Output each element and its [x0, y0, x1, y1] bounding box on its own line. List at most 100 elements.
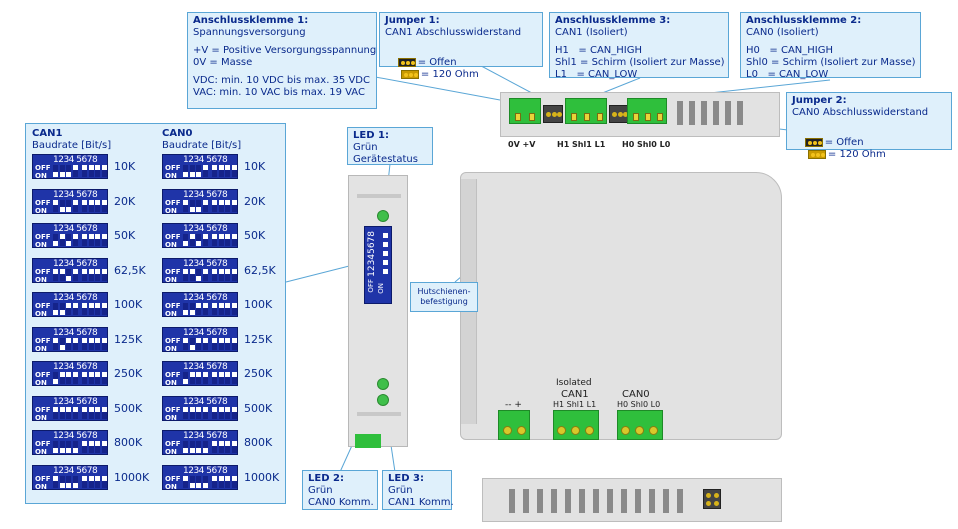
dip-lever — [218, 337, 224, 350]
dip-lever — [225, 337, 230, 350]
baudrate-label: 250K — [114, 367, 143, 380]
dip-lever — [196, 337, 201, 350]
callout-line: Gerätestatus — [353, 154, 418, 165]
callout-line: CAN1 Komm. — [388, 497, 454, 508]
mount-line: befestigung — [420, 297, 468, 306]
power-terminal-front — [498, 410, 530, 440]
baudrate-label: 10K — [114, 160, 136, 173]
dip-lever — [212, 475, 217, 488]
dip-lever — [88, 234, 94, 246]
dip-lever — [218, 475, 224, 488]
terminal-pin — [584, 113, 590, 121]
dip-switch-numbers: 1234 5678 — [183, 465, 228, 476]
dip-lever — [82, 199, 87, 212]
can1-subtitle: Baudrate [Bit/s] — [32, 140, 112, 151]
vent-slot — [689, 101, 695, 125]
dip-lever — [231, 475, 237, 488]
dip-off-label: OFF — [165, 440, 181, 448]
dip-lever — [82, 441, 87, 453]
vent-slot — [551, 489, 557, 513]
baudrate-label: 20K — [244, 194, 266, 208]
dip-lever — [88, 475, 94, 488]
isolated-label: Isolated — [556, 378, 592, 388]
dip-on-label: ON — [165, 275, 177, 284]
dip-lever — [189, 475, 195, 488]
dip-lever — [189, 406, 195, 419]
dip-lever — [383, 242, 388, 247]
jumper2-subtitle: CAN0 Abschlusswiderstand — [792, 107, 929, 118]
dip-off-label: OFF — [35, 336, 51, 345]
vent-slot — [509, 489, 515, 513]
dip-lever — [189, 372, 195, 384]
jumper1-title: Jumper 1: — [385, 15, 440, 26]
led3-callout: LED 3: Grün CAN1 Komm. — [382, 470, 454, 510]
terminal-pin — [645, 113, 651, 121]
dip-lever — [101, 406, 107, 419]
side-dip-numbers: 12345678 — [367, 231, 377, 277]
dip-on-label: ON — [165, 310, 177, 318]
dip-lever — [196, 475, 201, 488]
dip-lever — [101, 199, 107, 212]
baudrate-label: 1000K — [114, 470, 150, 484]
dip-lever — [218, 406, 224, 419]
dip-switch-numbers: 1234 5678 — [183, 224, 228, 234]
dip-lever — [231, 441, 237, 453]
jumper2-open-label: = Offen — [824, 137, 864, 148]
baudrate-label: 50K — [114, 229, 136, 242]
dip-lever — [72, 441, 78, 453]
jumper2-block — [609, 105, 629, 123]
baudrate-label: 1000K — [244, 470, 280, 484]
dip-switch-numbers: 1234 5678 — [53, 189, 98, 200]
vent-slot — [663, 489, 669, 513]
dip-lever — [212, 234, 217, 246]
vent-slot — [737, 101, 743, 125]
baudrate-label: 800K — [244, 436, 273, 449]
dip-lever — [82, 268, 87, 281]
dip-on-label: ON — [35, 206, 47, 215]
callout-line: CAN0 (Isoliert) — [746, 27, 819, 38]
dip-lever — [72, 165, 78, 177]
dip-lever — [53, 234, 58, 246]
dip-lever — [101, 475, 107, 488]
dip-lever — [231, 406, 237, 419]
dip-lever — [101, 234, 107, 246]
dip-lever — [72, 372, 78, 384]
dip-lever — [95, 165, 100, 177]
dip-switch-numbers: 1234 5678 — [183, 293, 228, 303]
dip-lever — [225, 199, 230, 212]
dip-lever — [231, 303, 237, 315]
dip-lever — [225, 441, 230, 453]
dip-lever — [225, 475, 230, 488]
dip-lever — [202, 372, 208, 384]
dip-on-label: ON — [35, 448, 47, 456]
dip-lever — [202, 199, 208, 212]
dip-lever — [95, 268, 100, 281]
dip-on-label: ON — [35, 241, 47, 249]
callout-line: Shl1 = Schirm (Isoliert zur Masse) — [555, 57, 725, 68]
led3-title: LED 3: — [388, 473, 424, 484]
vent-slot — [579, 489, 585, 513]
dip-lever — [196, 234, 201, 246]
dip-lever — [212, 303, 217, 315]
dip-lever — [202, 234, 208, 246]
dip-lever — [383, 260, 388, 265]
can0-baudrate-header: CAN0 Baudrate [Bit/s] — [162, 128, 241, 152]
dip-lever — [231, 234, 237, 246]
dip-lever — [212, 337, 217, 350]
dip-lever — [66, 199, 71, 212]
dip-lever — [218, 372, 224, 384]
can1-baudrate-header: CAN1 Baudrate [Bit/s] — [32, 128, 111, 152]
dip-lever — [189, 165, 195, 177]
dip-lever — [231, 199, 237, 212]
terminal2-title: Anschlussklemme 2: — [746, 15, 862, 26]
dip-switch-numbers: 1234 5678 — [53, 431, 98, 441]
